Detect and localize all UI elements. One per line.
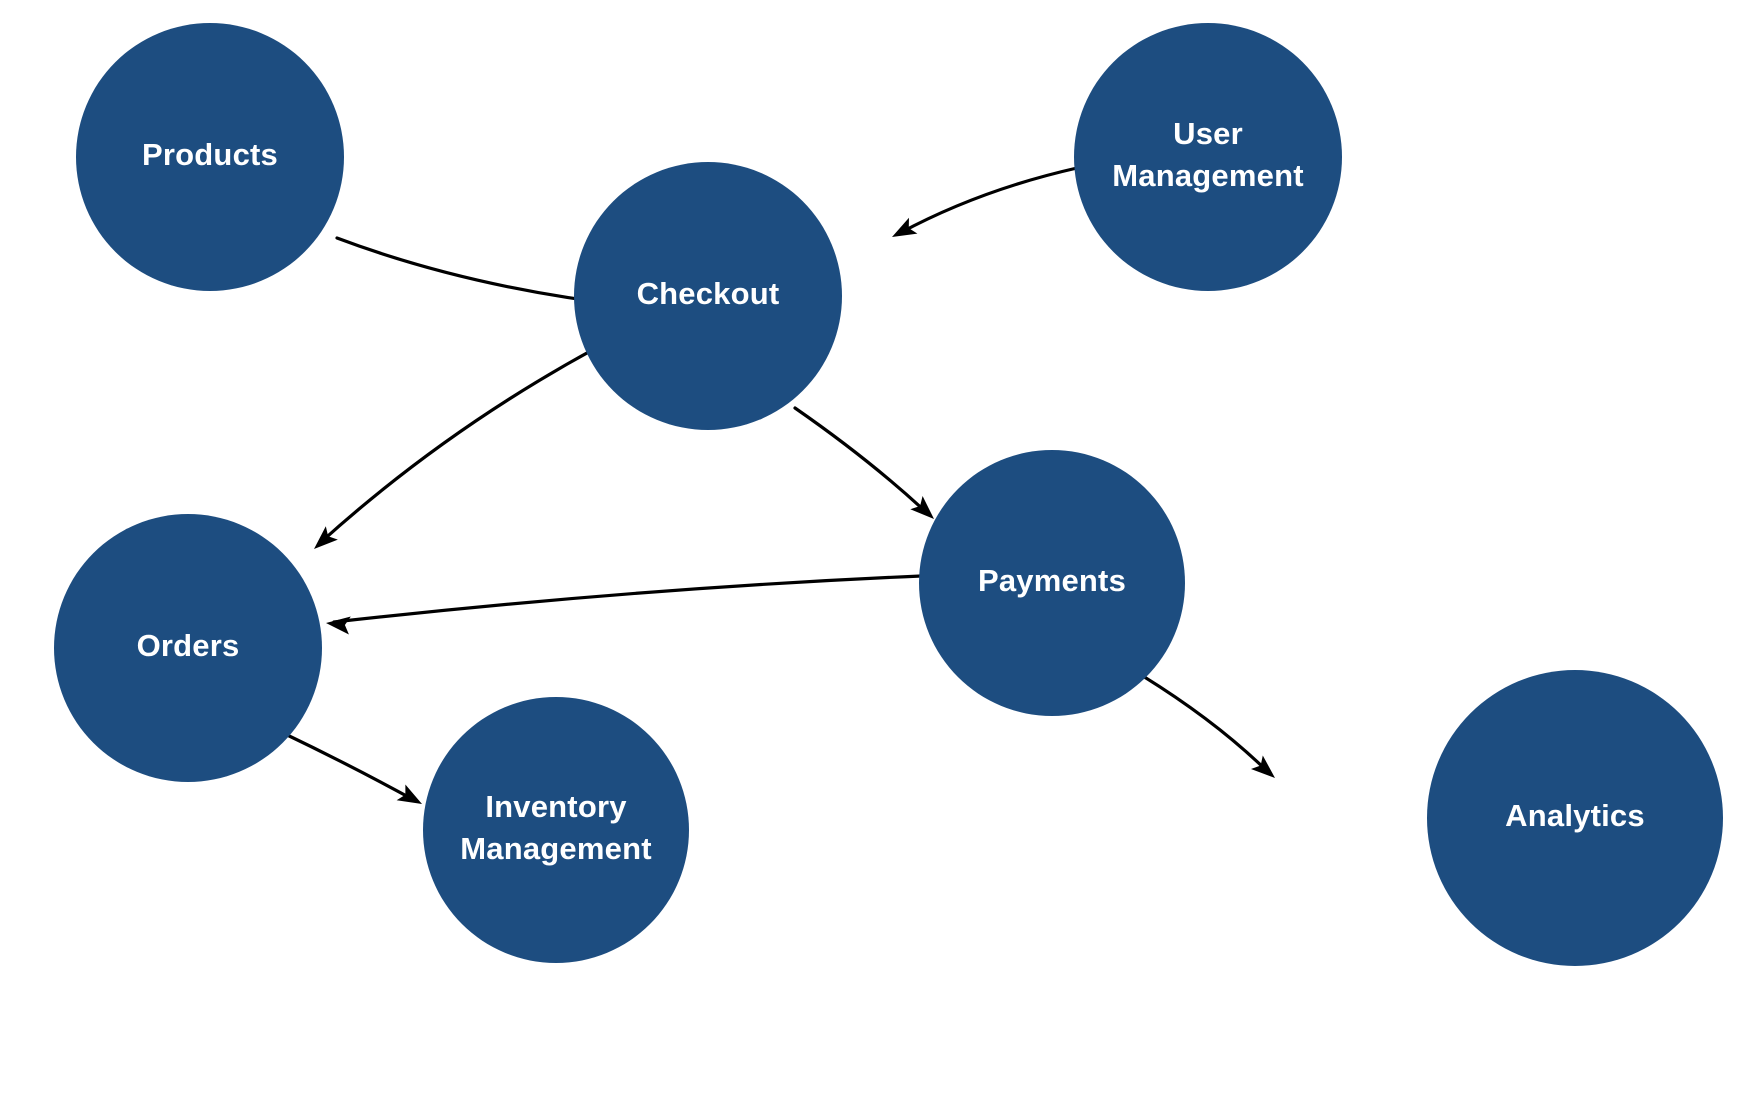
edge-payments-to-analytics xyxy=(1136,671,1275,778)
arrow-head-icon xyxy=(892,217,918,237)
arrow-head-icon xyxy=(396,784,422,804)
arrow-head-icon xyxy=(910,496,934,519)
node-orders[interactable]: Orders xyxy=(54,514,322,782)
edge-user-management-to-checkout xyxy=(892,166,1079,237)
edge-line xyxy=(898,166,1079,235)
edge-line xyxy=(332,574,923,624)
node-circle-orders[interactable] xyxy=(54,514,322,782)
edge-checkout-to-orders xyxy=(314,346,598,549)
node-circle-user-management[interactable] xyxy=(1074,23,1342,291)
node-checkout[interactable]: Checkout xyxy=(574,162,842,430)
edge-orders-to-inventory-management xyxy=(279,730,422,804)
node-circle-products[interactable] xyxy=(76,23,344,291)
node-products[interactable]: Products xyxy=(76,23,344,291)
edge-payments-to-orders xyxy=(326,574,923,635)
node-analytics[interactable]: Analytics xyxy=(1427,670,1723,966)
node-payments[interactable]: Payments xyxy=(919,450,1185,716)
edge-line xyxy=(1136,671,1270,774)
arrow-head-icon xyxy=(314,526,338,549)
node-circle-payments[interactable] xyxy=(919,450,1185,716)
edges-layer xyxy=(279,166,1275,804)
edge-line xyxy=(279,730,416,802)
node-circle-inventory-management[interactable] xyxy=(423,697,689,963)
arrow-head-icon xyxy=(1250,755,1275,778)
node-circle-checkout[interactable] xyxy=(574,162,842,430)
arrow-head-icon xyxy=(326,616,351,635)
node-circle-analytics[interactable] xyxy=(1427,670,1723,966)
edge-line xyxy=(793,406,929,515)
edge-line xyxy=(318,346,598,545)
edge-checkout-to-payments xyxy=(793,406,934,519)
